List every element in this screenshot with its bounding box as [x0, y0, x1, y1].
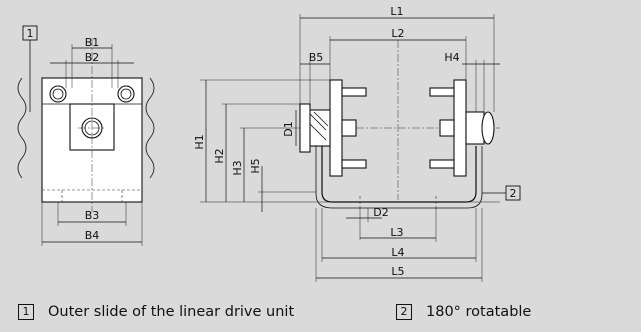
- legend-num-1: 1: [18, 304, 34, 320]
- right-connector: [465, 111, 485, 145]
- legend-text-2: 180° rotatable: [426, 304, 532, 320]
- screw-right-head: [120, 88, 132, 100]
- left-bolt-bottom: [341, 159, 367, 169]
- callout-1: 1: [27, 27, 34, 40]
- dim-label-d1: D1: [282, 121, 295, 136]
- dim-label-l2: L2: [391, 27, 404, 40]
- legend-text-1: Outer slide of the linear drive unit: [48, 304, 295, 320]
- dim-label-h1: H1: [193, 134, 206, 149]
- right-connector-cap: [481, 111, 495, 145]
- dim-label-l4: L4: [391, 246, 404, 259]
- dim-label-d2: D2: [373, 206, 388, 219]
- right-bolt-bottom: [429, 159, 455, 169]
- legend-num-2: 2: [396, 304, 412, 320]
- dim-label-b3: B3: [85, 209, 100, 222]
- left-nut: [341, 119, 357, 137]
- u-bracket-inner: [315, 146, 483, 209]
- dim-label-b5: B5: [309, 51, 324, 64]
- callout-2: 2: [510, 187, 517, 200]
- legend-item-2: 2 180° rotatable: [396, 303, 531, 321]
- dim-label-l1: L1: [390, 5, 403, 18]
- break-line-right: [145, 77, 155, 179]
- u-bracket-outer: [321, 146, 477, 203]
- left-bolt-top: [341, 87, 367, 97]
- dim-label-l5: L5: [391, 265, 404, 278]
- dim-label-l3: L3: [390, 226, 403, 239]
- right-nut: [439, 119, 455, 137]
- dim-label-h4: H4: [444, 51, 459, 64]
- dim-label-b4: B4: [85, 229, 100, 242]
- legend-item-1: 1 Outer slide of the linear drive unit: [18, 303, 294, 321]
- screw-left-head: [52, 88, 64, 100]
- dim-label-h2: H2: [213, 148, 226, 163]
- break-line-left: [17, 77, 27, 179]
- screw-left: [49, 85, 67, 103]
- dim-label-h5: H5: [249, 158, 262, 173]
- callout-box-2: [505, 185, 521, 201]
- dim-label-h3: H3: [231, 160, 244, 175]
- dim-label-b2: B2: [85, 51, 100, 64]
- screw-right: [117, 85, 135, 103]
- dim-label-b1: B1: [85, 36, 100, 49]
- left-connector-cap: [299, 103, 311, 153]
- left-connector-hatch: [309, 111, 329, 141]
- right-plate: [453, 79, 467, 177]
- left-plate: [329, 79, 343, 177]
- right-bolt-top: [429, 87, 455, 97]
